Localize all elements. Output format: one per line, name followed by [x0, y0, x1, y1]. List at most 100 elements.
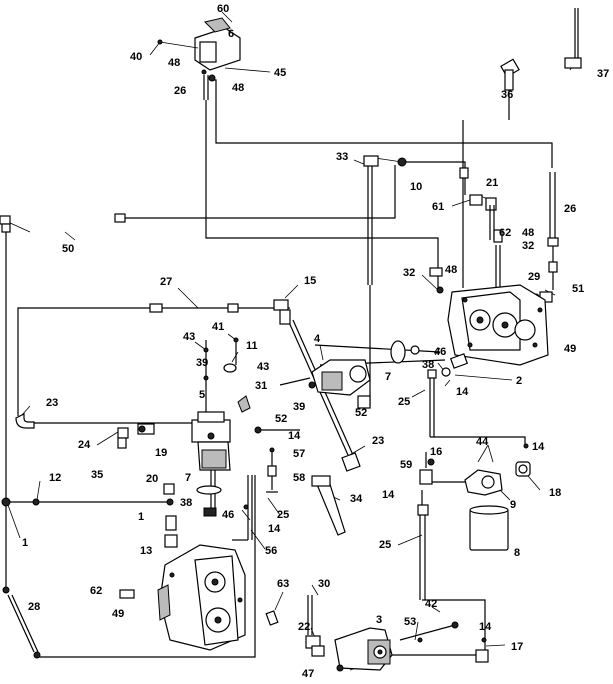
callout-42: 42 — [425, 598, 437, 610]
callout-7: 7 — [385, 371, 391, 383]
callout-52: 52 — [355, 407, 367, 419]
callout-14: 14 — [288, 430, 301, 442]
callout-53: 53 — [404, 616, 416, 628]
callout-41: 41 — [212, 321, 224, 333]
leader-lines — [7, 11, 576, 671]
fitting-31 — [237, 395, 251, 413]
callout-28: 28 — [28, 601, 40, 613]
leader-56 — [250, 529, 266, 550]
leader-17 — [485, 644, 506, 647]
callout-16: 16 — [430, 446, 442, 458]
hose-50-route — [125, 165, 396, 219]
callout-18: 18 — [549, 487, 561, 499]
hose-26-route — [205, 100, 439, 290]
fitting-27-left — [149, 303, 163, 313]
callout-23: 23 — [372, 435, 384, 447]
leader-15 — [284, 284, 299, 299]
callout-48: 48 — [168, 57, 180, 69]
callout-5: 5 — [199, 389, 205, 401]
callout-10: 10 — [410, 181, 422, 193]
oring-7-lower — [196, 485, 222, 495]
filter-8 — [469, 505, 509, 551]
leader-44a — [477, 444, 489, 463]
motor-4 — [308, 359, 371, 396]
pump-housing-49-lower — [157, 544, 246, 651]
callout-37: 37 — [597, 68, 609, 80]
fitting-41 — [233, 337, 239, 343]
callout-22: 22 — [298, 621, 310, 633]
callout-12: 12 — [49, 472, 61, 484]
leader-40 — [149, 41, 161, 56]
plug-18 — [515, 461, 531, 477]
fitting-62-lower — [119, 589, 135, 599]
callout-52: 52 — [275, 413, 287, 425]
oring-46-upper — [410, 345, 420, 355]
elbow-23-left — [15, 413, 35, 429]
fitting-36 — [500, 58, 520, 91]
callout-14: 14 — [268, 523, 281, 535]
callout-25: 25 — [398, 396, 410, 408]
leader-25b — [267, 497, 281, 516]
hose-10-route — [405, 161, 466, 195]
callout-62: 62 — [90, 585, 102, 597]
callout-31: 31 — [255, 380, 267, 392]
callout-11: 11 — [246, 340, 258, 352]
leader-45 — [224, 67, 271, 73]
pump-housing-49-upper — [447, 284, 549, 366]
filter-head-9 — [432, 469, 503, 496]
leader-25a — [411, 389, 426, 398]
leader-53 — [414, 621, 419, 641]
hose-42 — [399, 624, 456, 641]
callout-2: 2 — [516, 375, 522, 387]
callout-58: 58 — [293, 472, 305, 484]
leader-60 — [221, 11, 233, 23]
callout-38: 38 — [180, 497, 192, 509]
leader-30 — [311, 584, 319, 596]
callout-63: 63 — [277, 578, 289, 590]
fitting-53 — [417, 637, 423, 643]
callout-43: 43 — [183, 331, 195, 343]
callout-19: 19 — [155, 447, 167, 459]
fitting-38-lower — [166, 498, 174, 506]
callout-14: 14 — [382, 489, 395, 501]
callout-13: 13 — [140, 545, 152, 557]
fitting-28-top — [2, 586, 10, 594]
fitting-57 — [267, 465, 277, 477]
leader-46b — [241, 509, 251, 521]
fitting-42 — [451, 621, 459, 629]
callout-23: 23 — [46, 397, 58, 409]
callout-34: 34 — [350, 493, 363, 505]
leader-32b — [421, 274, 439, 291]
callout-20: 20 — [146, 473, 158, 485]
fitting-20 — [163, 483, 175, 495]
fitting-43-left — [203, 347, 209, 353]
callout-47: 47 — [302, 668, 314, 680]
callout-56: 56 — [265, 545, 277, 557]
fitting-24 — [117, 427, 129, 449]
callout-14: 14 — [456, 386, 469, 398]
leader-1a — [7, 504, 21, 539]
leader-14a — [444, 379, 451, 387]
callout-39: 39 — [293, 401, 305, 413]
fitting-39-left — [203, 375, 209, 381]
callout-32: 32 — [522, 240, 534, 252]
fitting-15 — [273, 299, 291, 325]
callout-38: 38 — [422, 359, 434, 371]
hose-line-4 — [314, 344, 441, 353]
callout-40: 40 — [130, 51, 142, 63]
fitting-1-mid — [165, 515, 177, 531]
callout-4: 4 — [314, 333, 321, 345]
fitting-11 — [223, 363, 237, 373]
fitting-22 — [305, 635, 325, 657]
callout-7: 7 — [185, 472, 191, 484]
callout-17: 17 — [511, 641, 523, 653]
seal-7-upper — [390, 340, 406, 364]
callout-60: 60 — [217, 3, 229, 15]
leader-12 — [36, 480, 41, 501]
callout-59: 59 — [400, 459, 412, 471]
callout-44: 44 — [476, 436, 489, 448]
callout-25: 25 — [379, 539, 391, 551]
